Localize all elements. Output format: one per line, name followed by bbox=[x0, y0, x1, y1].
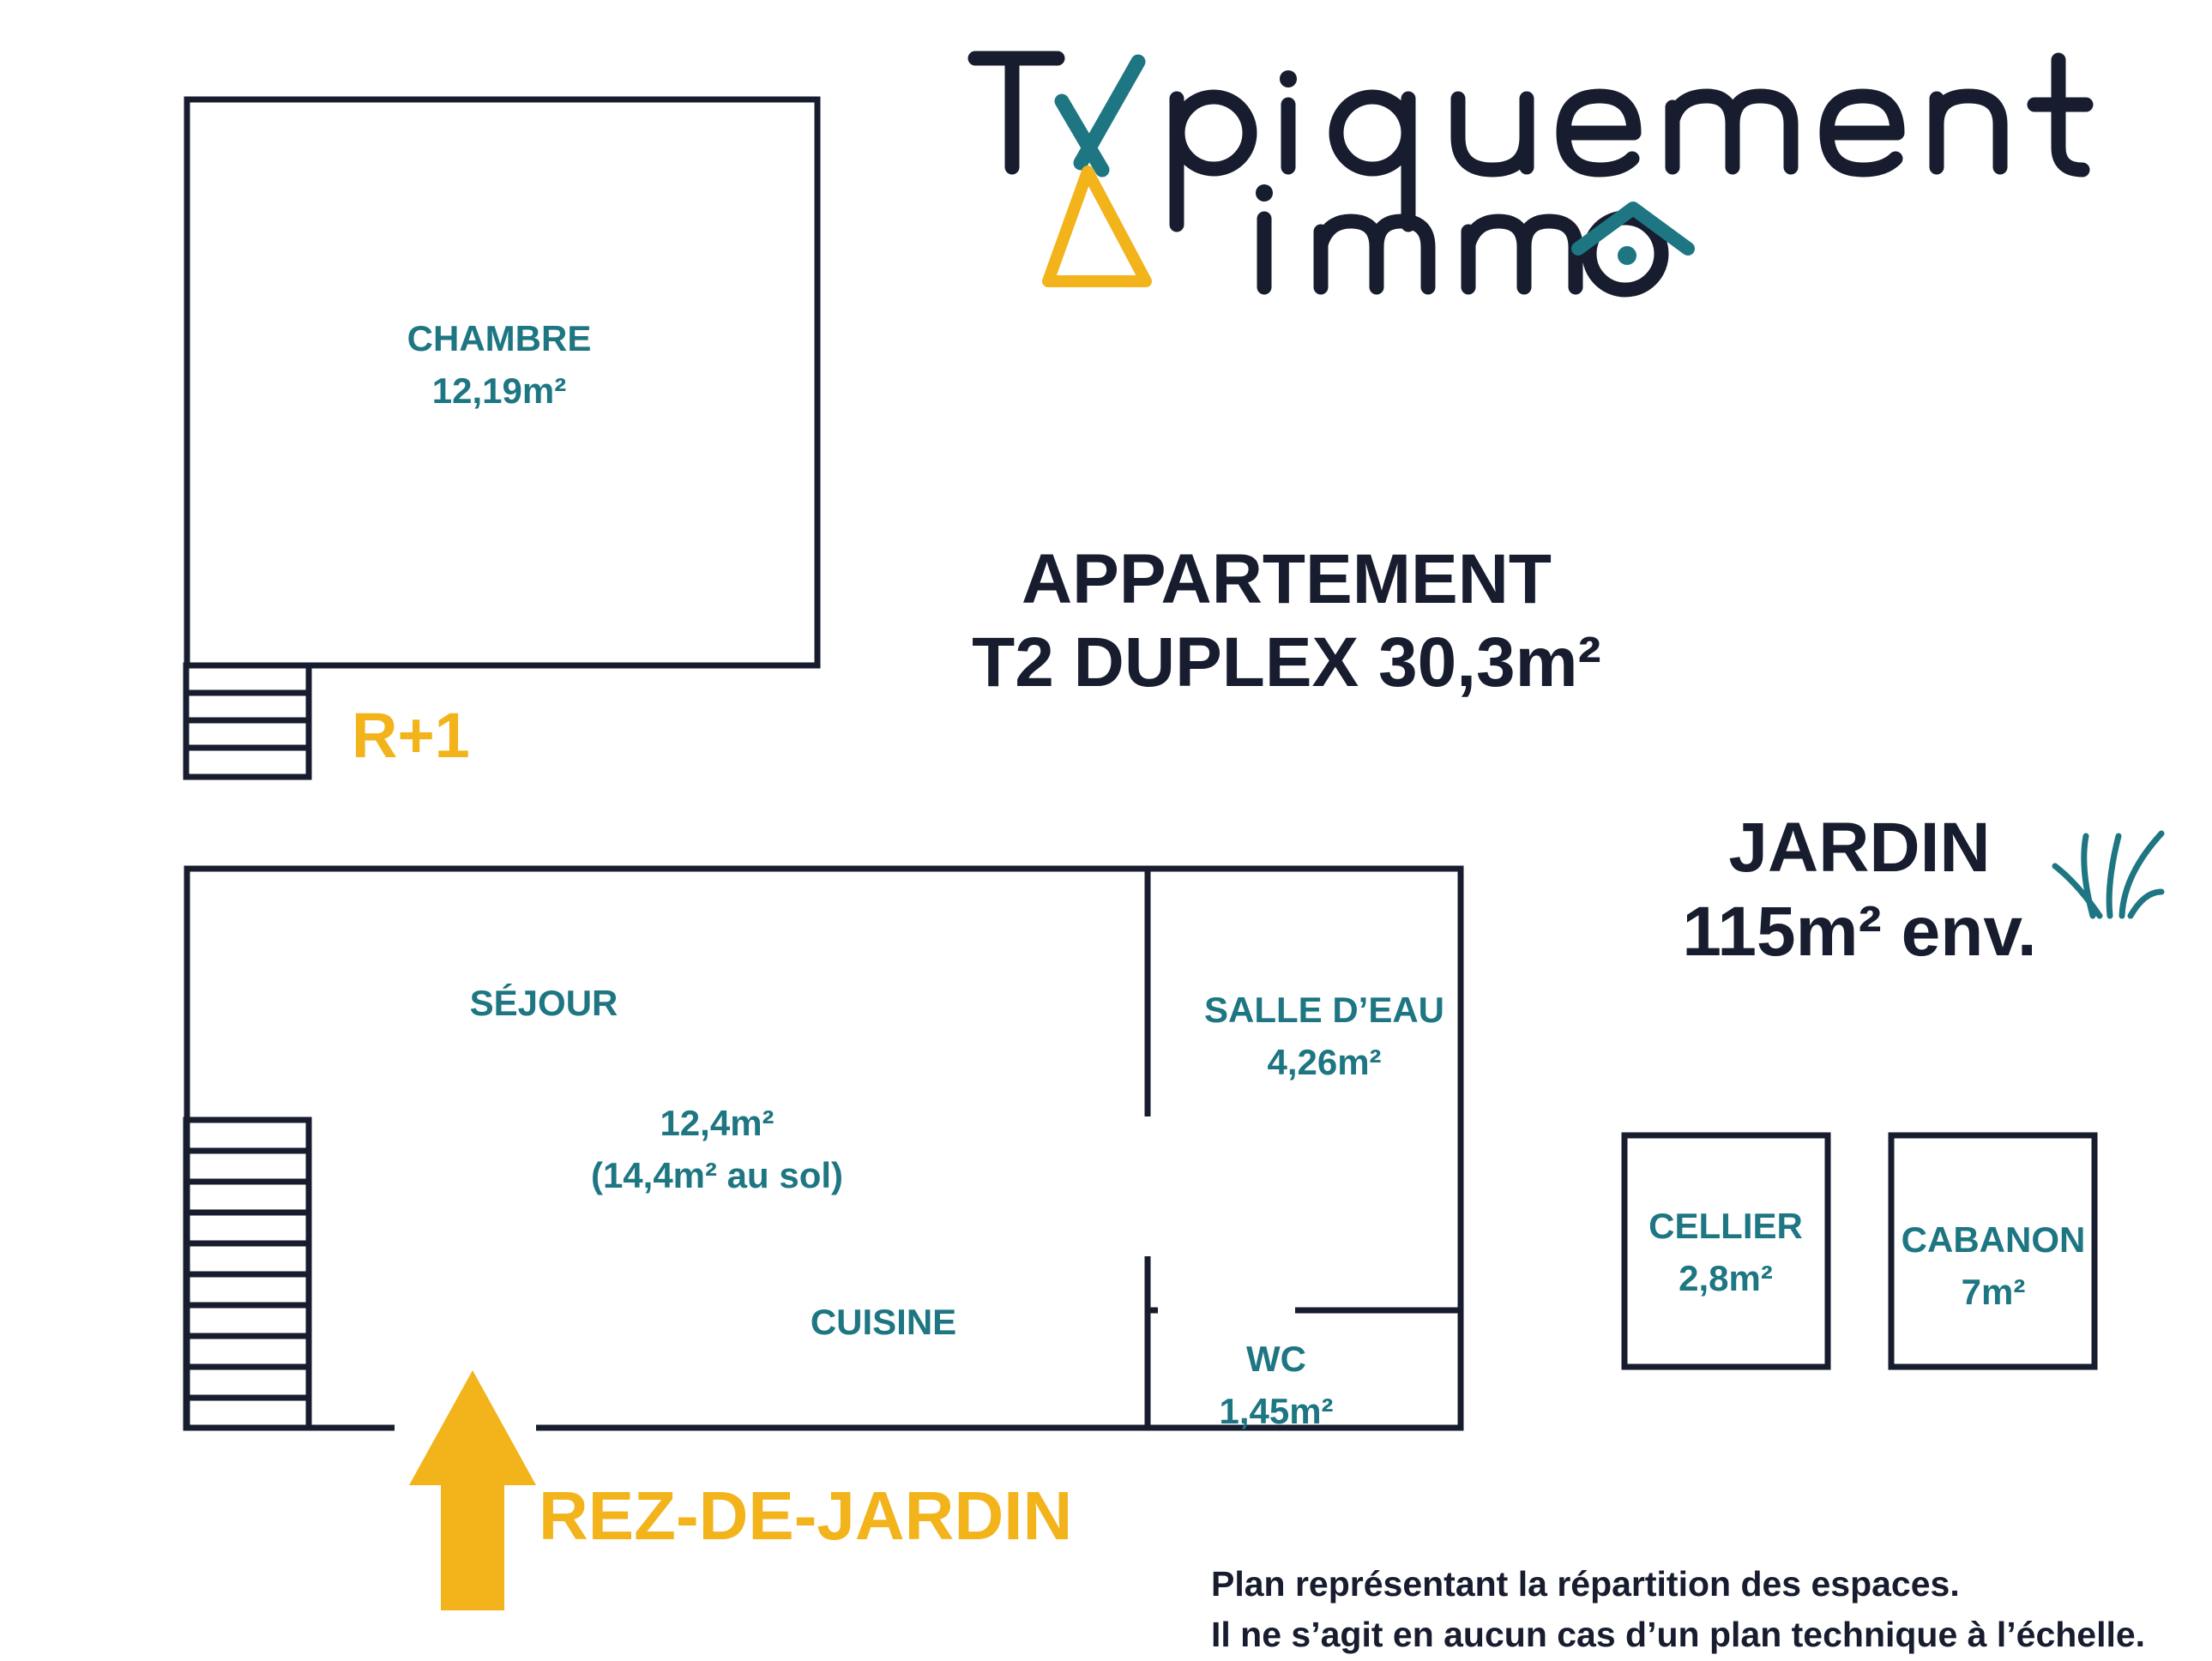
chambre-label: CHAMBRE 12,19m² bbox=[407, 313, 592, 418]
garden-name: JARDIN bbox=[1728, 809, 1991, 887]
staircase-upper bbox=[183, 662, 312, 780]
wc-area: 1,45m² bbox=[1219, 1390, 1334, 1431]
chambre-name: CHAMBRE bbox=[407, 318, 592, 358]
entrance-arrow-icon bbox=[409, 1370, 536, 1610]
chambre-area: 12,19m² bbox=[431, 370, 567, 411]
level-ground-label: REZ-DE-JARDIN bbox=[539, 1477, 1073, 1554]
ground-floor bbox=[183, 865, 2098, 1431]
salle-deau-label: SALLE D’EAU 4,26m² bbox=[1204, 984, 1444, 1089]
sejour-name: SÉJOUR bbox=[469, 983, 618, 1023]
cellier-room bbox=[1621, 1132, 1831, 1370]
cellier-name: CELLIER bbox=[1648, 1206, 1803, 1246]
level-upper-label: R+1 bbox=[352, 700, 470, 771]
disclaimer: Plan représentant la répartition des esp… bbox=[1211, 1559, 2145, 1661]
salle-deau-area: 4,26m² bbox=[1267, 1041, 1382, 1082]
cuisine-name: CUISINE bbox=[810, 1302, 957, 1342]
logo bbox=[967, 51, 2094, 298]
wc-label: WC 1,45m² bbox=[1219, 1333, 1333, 1438]
disclaimer-line-2: Il ne s’agit en aucun cas d’un plan tech… bbox=[1211, 1615, 2146, 1655]
cabanon-room bbox=[1888, 1132, 2098, 1370]
cellier-label: CELLIER 2,8m² bbox=[1648, 1201, 1803, 1305]
sejour-note: (14,4m² au sol) bbox=[590, 1154, 844, 1195]
staircase-ground bbox=[183, 1116, 312, 1431]
chambre-room bbox=[184, 96, 821, 669]
sejour-area-label: 12,4m² (14,4m² au sol) bbox=[591, 1098, 843, 1202]
disclaimer-line-1: Plan représentant la répartition des esp… bbox=[1211, 1564, 1960, 1604]
title-line-1: APPARTEMENT bbox=[1021, 540, 1552, 618]
cabanon-label: CABANON 7m² bbox=[1902, 1214, 2086, 1319]
upper-floor bbox=[183, 96, 821, 780]
title: APPARTEMENT T2 DUPLEX 30,3m² bbox=[972, 539, 1601, 705]
house-icon bbox=[1571, 202, 1695, 265]
salle-deau-name: SALLE D’EAU bbox=[1203, 990, 1445, 1030]
cabanon-area: 7m² bbox=[1961, 1271, 2026, 1312]
title-line-2: T2 DUPLEX 30,3m² bbox=[972, 623, 1601, 701]
garden-label: JARDIN 115m² env. bbox=[1682, 806, 2036, 975]
cabanon-name: CABANON bbox=[1901, 1219, 2086, 1260]
wc-name: WC bbox=[1246, 1339, 1306, 1379]
grass-icon bbox=[2052, 830, 2165, 919]
sejour-area: 12,4m² bbox=[660, 1103, 775, 1143]
cellier-area: 2,8m² bbox=[1679, 1257, 1773, 1298]
garden-area: 115m² env. bbox=[1682, 893, 2037, 972]
